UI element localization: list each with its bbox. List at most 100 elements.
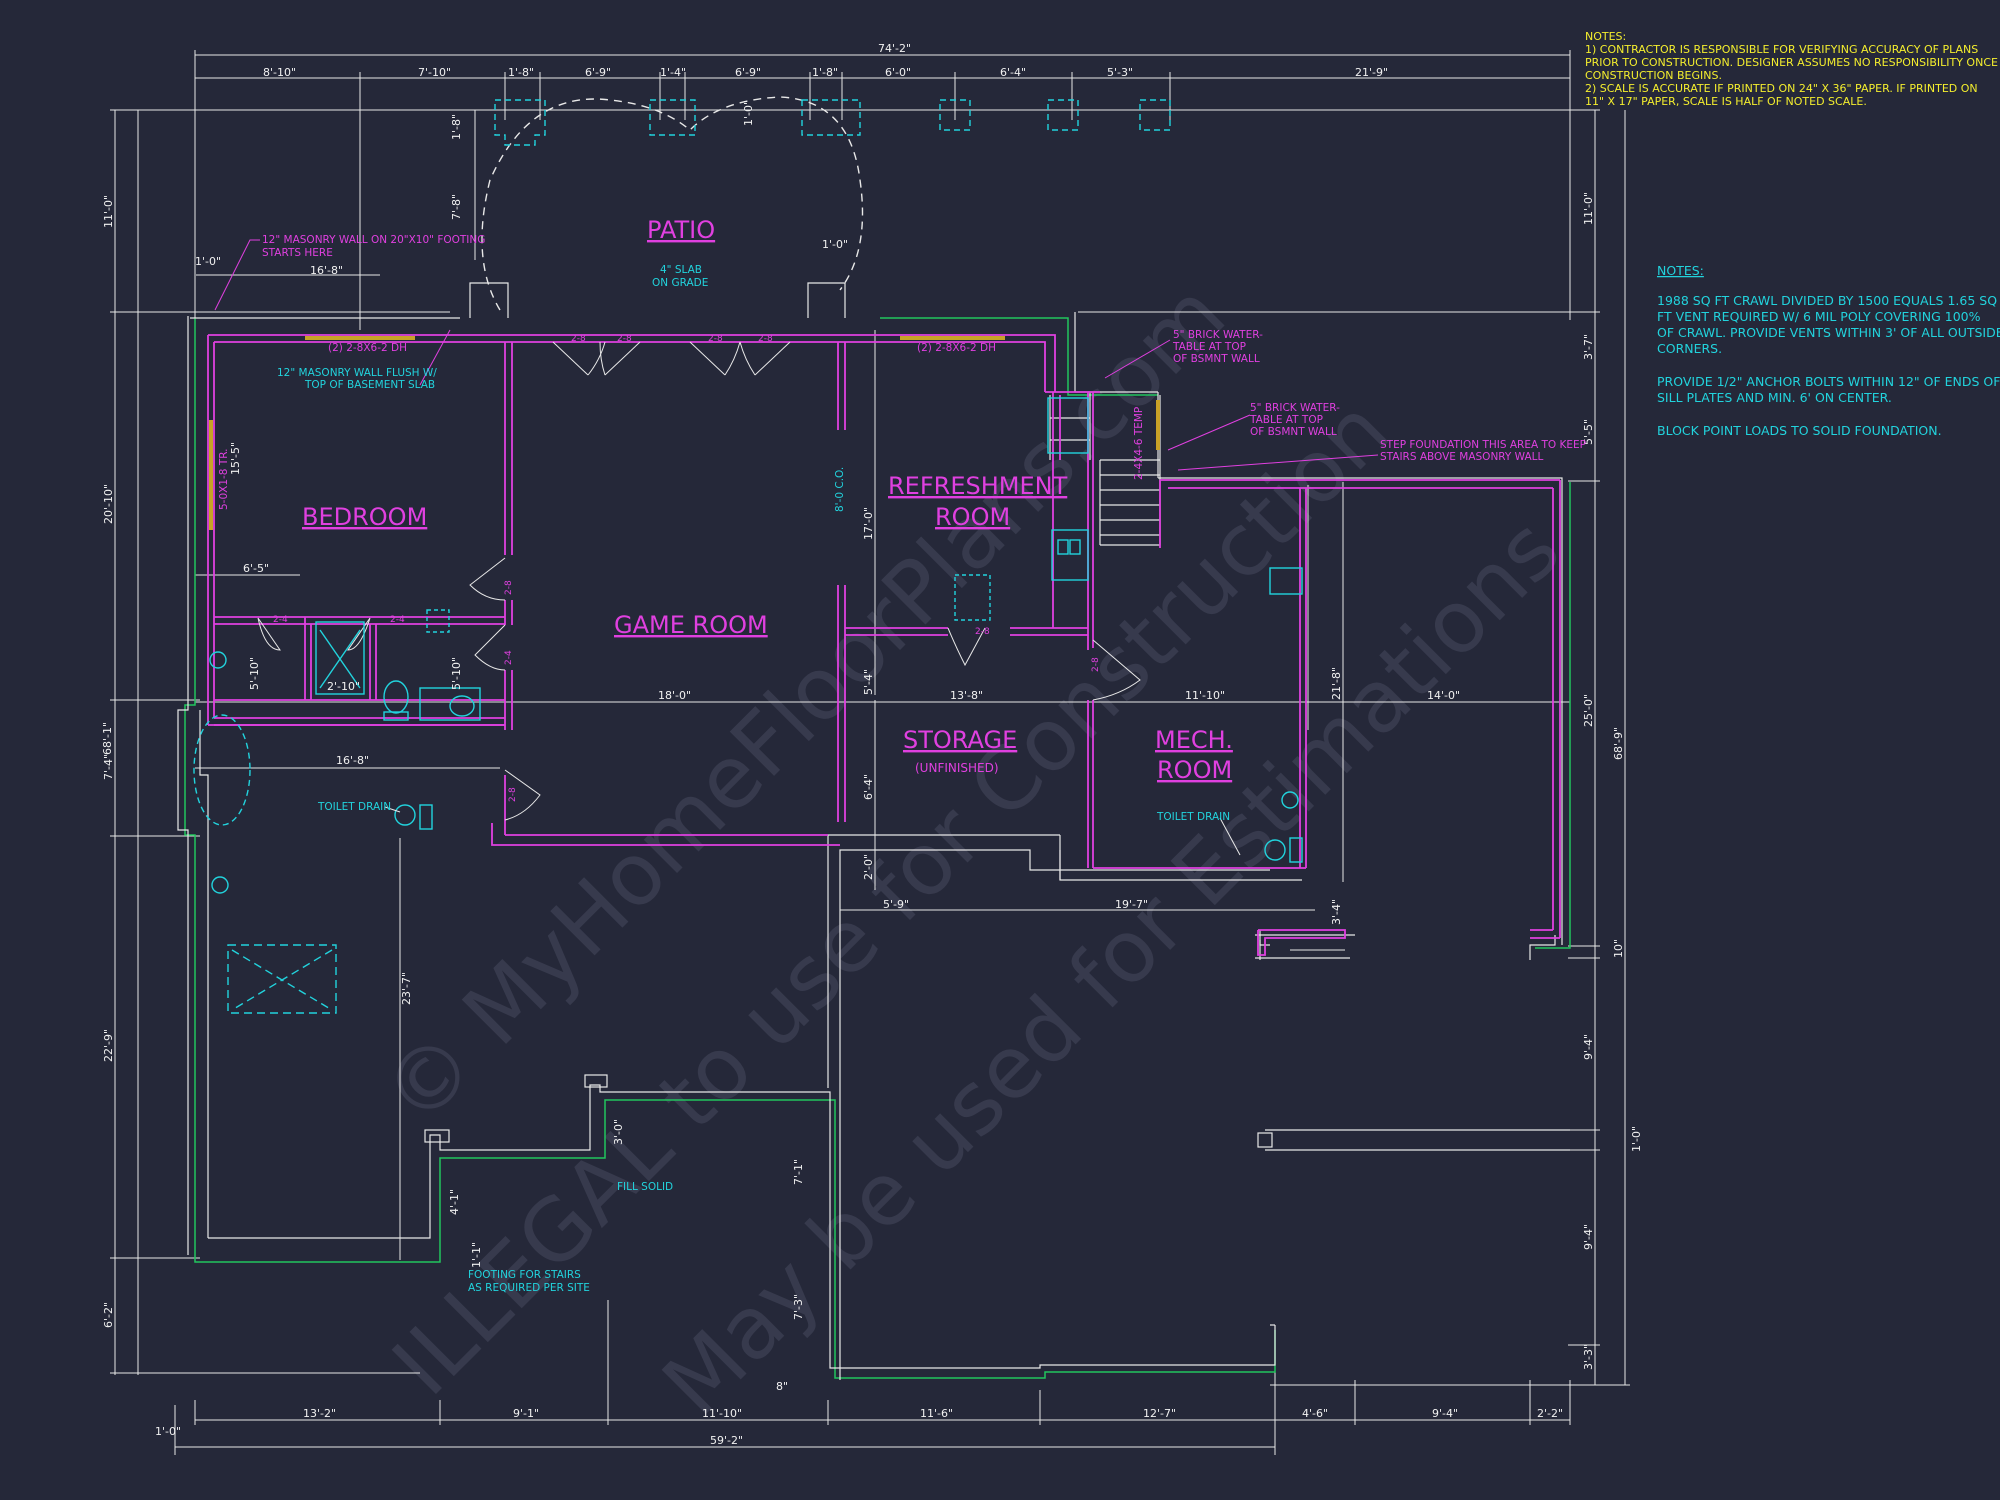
dim-1-0-b: 1'-0": [742, 100, 755, 126]
dim-5-10-a: 5'-10": [248, 657, 261, 690]
slab-note-2: ON GRADE: [652, 277, 708, 289]
dim-top-2: 7'-10": [418, 66, 451, 79]
crawl-notes-line-3: CORNERS.: [1657, 341, 1722, 356]
dim-right-5: 10": [1612, 939, 1625, 958]
dim-4-1: 4'-1": [448, 1189, 461, 1215]
masonry-flush-1: 12" MASONRY WALL FLUSH W/: [277, 367, 437, 379]
room-storage-sub: (UNFINISHED): [915, 761, 999, 775]
dim-left-2: 20'-10": [102, 484, 115, 524]
dim-bottom-6: 12'-7": [1143, 1407, 1176, 1420]
column-pad-6: [1139, 99, 1171, 131]
notes-yellow-line-0: NOTES:: [1585, 30, 1626, 43]
room-storage: STORAGE: [903, 726, 1017, 754]
floor-drain-icon: [209, 651, 227, 669]
toilet-drain-right: TOILET DRAIN: [1156, 811, 1230, 823]
interior-walls: [207, 334, 1561, 956]
crawl-notes-line-2: OF CRAWL. PROVIDE VENTS WITHIN 3' OF ALL…: [1657, 325, 2000, 340]
dim-17-0: 17'-0": [862, 507, 875, 540]
toilet: [383, 680, 409, 714]
column-pad-5: [1047, 99, 1079, 131]
dim-top-6: 6'-9": [735, 66, 761, 79]
dim-left-4: 22'-9": [102, 1029, 115, 1062]
tub-outline: [193, 714, 251, 826]
dim-1-0-c: 1'-0": [822, 238, 848, 251]
foundation-walls: [177, 282, 1570, 1380]
floor-drain-icon: [211, 876, 229, 894]
windows: [209, 336, 1160, 530]
door-tag: 2-8: [975, 627, 990, 637]
room-patio: PATIO: [647, 216, 715, 244]
dim-top-7: 1'-8": [812, 66, 838, 79]
dim-right-6: 9'-4": [1582, 1034, 1595, 1060]
temp-window: 2-4X4-6 TEMP: [1133, 407, 1145, 480]
dim-right-total: 68'-9": [1612, 727, 1625, 760]
door-tag: 2-8: [571, 334, 586, 344]
dimension-lines: [110, 50, 1630, 1455]
dim-bottom-7: 4'-6": [1302, 1407, 1328, 1420]
crawl-notes-line-1: FT VENT REQUIRED W/ 6 MIL POLY COVERING …: [1657, 309, 1981, 324]
crawl-notes-line-5: PROVIDE 1/2" ANCHOR BOLTS WITHIN 12" OF …: [1657, 374, 2000, 389]
dim-top-10: 5'-3": [1107, 66, 1133, 79]
dim-top-3: 1'-8": [508, 66, 534, 79]
shower: [315, 621, 365, 695]
dim-5-4: 5'-4": [862, 669, 875, 695]
dim-1-1: 1'-1": [470, 1242, 483, 1268]
dim-right-2: 3'-7": [1582, 334, 1595, 360]
header-right: (2) 2-8X6-2 DH: [917, 342, 996, 354]
door-tag: 2-4: [390, 615, 405, 625]
dim-7-1: 7'-1": [792, 1159, 805, 1185]
room-refreshment-1: REFRESHMENT: [888, 472, 1068, 500]
door-tag: 2-4: [273, 615, 288, 625]
room-refreshment-2: ROOM: [935, 503, 1010, 531]
dim-left-3: 7'-4": [102, 754, 115, 780]
dim-18-0: 18'-0": [658, 689, 691, 702]
dim-bottom-4: 11'-10": [702, 1407, 742, 1420]
crawl-notes-line-0: 1988 SQ FT CRAWL DIVIDED BY 1500 EQUALS …: [1657, 293, 1997, 308]
vanity: [419, 687, 481, 721]
note-leaders: [214, 239, 1379, 856]
dim-bottom-total: 59'-2": [710, 1434, 743, 1447]
dim-right-8: 9'-4": [1582, 1224, 1595, 1250]
dim-right-3: 5'-5": [1582, 419, 1595, 445]
dim-14-0: 14'-0": [1427, 689, 1460, 702]
sump-outline: [227, 944, 337, 1014]
bar-sink: [1051, 529, 1089, 581]
toilet-drain-icon: [1264, 839, 1286, 861]
toilet-drain-icon: [394, 804, 416, 826]
brick-b-1: 5" BRICK WATER-: [1250, 402, 1340, 414]
brick-a-2: TABLE AT TOP: [1172, 341, 1246, 353]
door-tag: 2-4: [504, 650, 514, 665]
dim-bottom-9: 2'-2": [1537, 1407, 1563, 1420]
door-tag: 2-8: [1091, 657, 1101, 672]
step-2: STAIRS ABOVE MASONRY WALL: [1380, 451, 1544, 463]
dim-top-8: 6'-0": [885, 66, 911, 79]
notes-yellow-line-5: 11" X 17" PAPER, SCALE IS HALF OF NOTED …: [1585, 95, 1867, 108]
dim-6-5: 6'-5": [243, 562, 269, 575]
window-side: 5-0X1-8 TR.: [218, 448, 230, 510]
dim-top-11: 21'-9": [1355, 66, 1388, 79]
dim-8-in: 8": [776, 1380, 788, 1393]
dim-16-8-mid: 16'-8": [336, 754, 369, 767]
dim-16-8-top: 16'-8": [310, 264, 343, 277]
dim-19-7: 19'-7": [1115, 898, 1148, 911]
room-bedroom: BEDROOM: [302, 503, 427, 531]
dim-right-9: 3'-3": [1582, 1344, 1595, 1370]
door-tag: 2-8: [508, 787, 518, 802]
dim-13-8: 13'-8": [950, 689, 983, 702]
dim-right-7: 1'-0": [1630, 1126, 1643, 1152]
brick-b-3: OF BSMNT WALL: [1250, 426, 1337, 438]
dim-bottom-1: 1'-0": [155, 1425, 181, 1438]
room-mech-2: ROOM: [1157, 756, 1232, 784]
dimension-labels: 74'-2" 8'-10" 7'-10" 1'-8" 6'-9" 1'-4" 6…: [101, 42, 1643, 1447]
dim-bottom-8: 9'-4": [1432, 1407, 1458, 1420]
dim-1-0-a: 1'-0": [195, 255, 221, 268]
dim-3-0: 3'-0": [612, 1119, 625, 1145]
cased-opening: 8'-0 C.O.: [834, 467, 846, 512]
masonry-flush-2: TOP OF BASEMENT SLAB: [304, 379, 435, 391]
dim-top-total: 74'-2": [878, 42, 911, 55]
dim-2-0: 2'-0": [862, 854, 875, 880]
notes-yellow-line-1: 1) CONTRACTOR IS RESPONSIBLE FOR VERIFYI…: [1585, 43, 1978, 56]
floor-drain-icon: [1281, 791, 1299, 809]
dim-right-4: 25'-0": [1582, 694, 1595, 727]
dim-1-8-v: 1'-8": [450, 114, 463, 140]
